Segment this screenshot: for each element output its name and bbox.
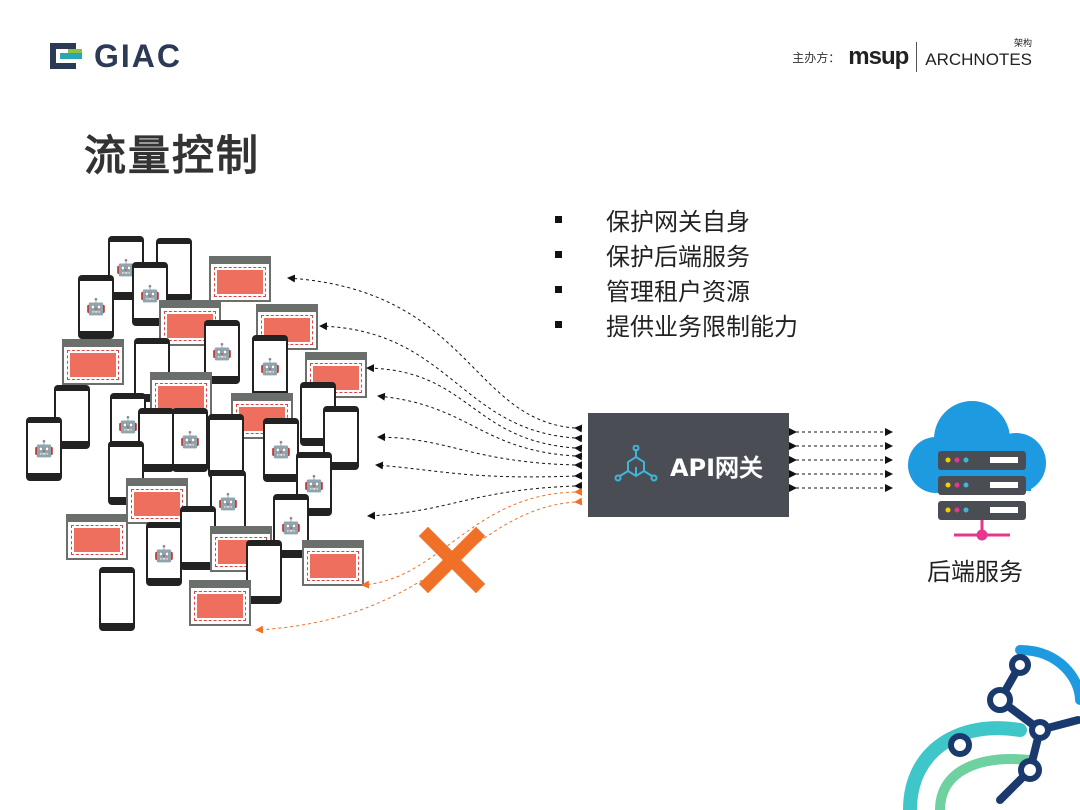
bullet-text: 提供业务限制能力	[606, 313, 798, 341]
arrow-left	[377, 392, 583, 461]
arrow-left	[367, 481, 583, 520]
arrow-left	[375, 461, 583, 480]
giac-logo-text: GIAC	[94, 37, 182, 74]
molecule-decoration-icon	[903, 645, 1080, 810]
android-icon: 🤖	[118, 414, 138, 434]
android-icon: 🤖	[154, 543, 174, 563]
backend-service-label: 后端服务	[927, 558, 1023, 586]
browser-window-icon	[209, 256, 271, 302]
arrow-left	[366, 364, 583, 453]
android-icon: 🤖	[180, 429, 200, 449]
bullet-text: 保护网关自身	[606, 208, 750, 236]
browser-window-icon	[62, 339, 124, 385]
browser-window-icon	[189, 580, 251, 626]
android-icon: 🤖	[271, 439, 291, 459]
api-gateway-label: API网关	[669, 453, 764, 482]
android-icon: 🤖	[140, 283, 160, 303]
giac-logo-icon	[50, 43, 82, 69]
android-icon: 🤖	[260, 356, 280, 376]
bullet-marker	[555, 251, 562, 258]
slide-title: 流量控制	[84, 131, 261, 180]
rejected-arrow	[255, 497, 583, 634]
bullet-item: 管理租户资源	[555, 272, 798, 307]
giac-logo: GIAC	[46, 38, 182, 74]
android-icon: 🤖	[304, 473, 324, 493]
android-icon: 🤖	[212, 341, 232, 361]
bullet-marker	[555, 216, 562, 223]
archnotes-logo-text: ARCHNOTES	[925, 50, 1032, 69]
gateway-network-icon	[614, 445, 658, 482]
arrow-left	[287, 274, 583, 433]
bullet-item: 保护网关自身	[555, 202, 798, 237]
phone-android: 🤖	[146, 522, 182, 586]
api-gateway-box: API网关	[588, 413, 789, 517]
phone-android: 🤖	[78, 275, 114, 339]
android-icon: 🤖	[34, 438, 54, 458]
archnotes-logo-cn: 架构	[1013, 38, 1032, 48]
cloud-server-icon	[908, 401, 1046, 541]
bullet-list: 保护网关自身 保护后端服务 管理租户资源 提供业务限制能力	[555, 202, 798, 342]
android-icon: 🤖	[116, 257, 136, 277]
archnotes-logo: ARCHNOTES 架构	[925, 38, 1032, 70]
android-icon: 🤖	[86, 296, 106, 316]
phone-android: 🤖	[210, 470, 246, 534]
phone-android: 🤖	[172, 408, 208, 472]
phone-android: 🤖	[26, 417, 62, 481]
browser-window-icon	[66, 514, 128, 560]
android-icon: 🤖	[218, 491, 238, 511]
bullet-text: 管理租户资源	[606, 278, 750, 306]
bullet-text: 保护后端服务	[606, 243, 750, 271]
organizer-label: 主办方：	[792, 50, 841, 65]
reject-x-icon	[418, 526, 486, 594]
phone-apple	[99, 567, 135, 631]
arrow-left	[377, 433, 583, 470]
bullet-item: 保护后端服务	[555, 237, 798, 272]
organizer-block: 主办方： msup ARCHNOTES 架构	[792, 38, 1032, 72]
organizer-divider	[916, 42, 918, 72]
msup-logo: msup	[848, 43, 909, 70]
